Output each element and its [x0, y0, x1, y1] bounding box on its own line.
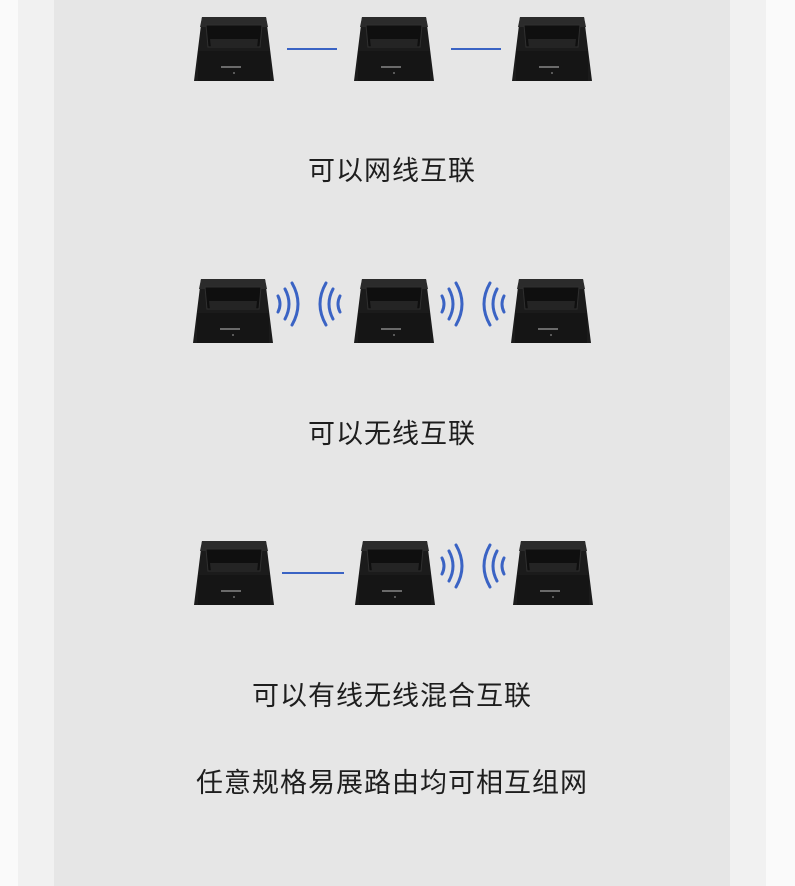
caption-wireless: 可以无线互联 — [308, 419, 476, 450]
wired-link — [282, 572, 344, 574]
router-icon — [512, 15, 592, 83]
router-icon — [511, 277, 591, 345]
router-icon — [193, 277, 273, 345]
wifi-signal-icon — [438, 278, 508, 330]
left-margin — [18, 0, 54, 886]
wifi-signal-icon — [438, 540, 508, 592]
wifi-signal-icon — [274, 278, 344, 330]
right-margin — [730, 0, 766, 886]
wired-link — [451, 48, 501, 50]
router-icon — [354, 277, 434, 345]
wired-link — [287, 48, 337, 50]
caption-wired: 可以网线互联 — [308, 156, 476, 187]
router-icon — [513, 539, 593, 607]
illustration-panel — [54, 0, 730, 886]
router-icon — [354, 15, 434, 83]
router-icon — [355, 539, 435, 607]
router-icon — [194, 539, 274, 607]
router-icon — [194, 15, 274, 83]
caption-hybrid: 可以有线无线混合互联 — [252, 681, 532, 712]
footer-caption: 任意规格易展路由均可相互组网 — [196, 768, 588, 799]
